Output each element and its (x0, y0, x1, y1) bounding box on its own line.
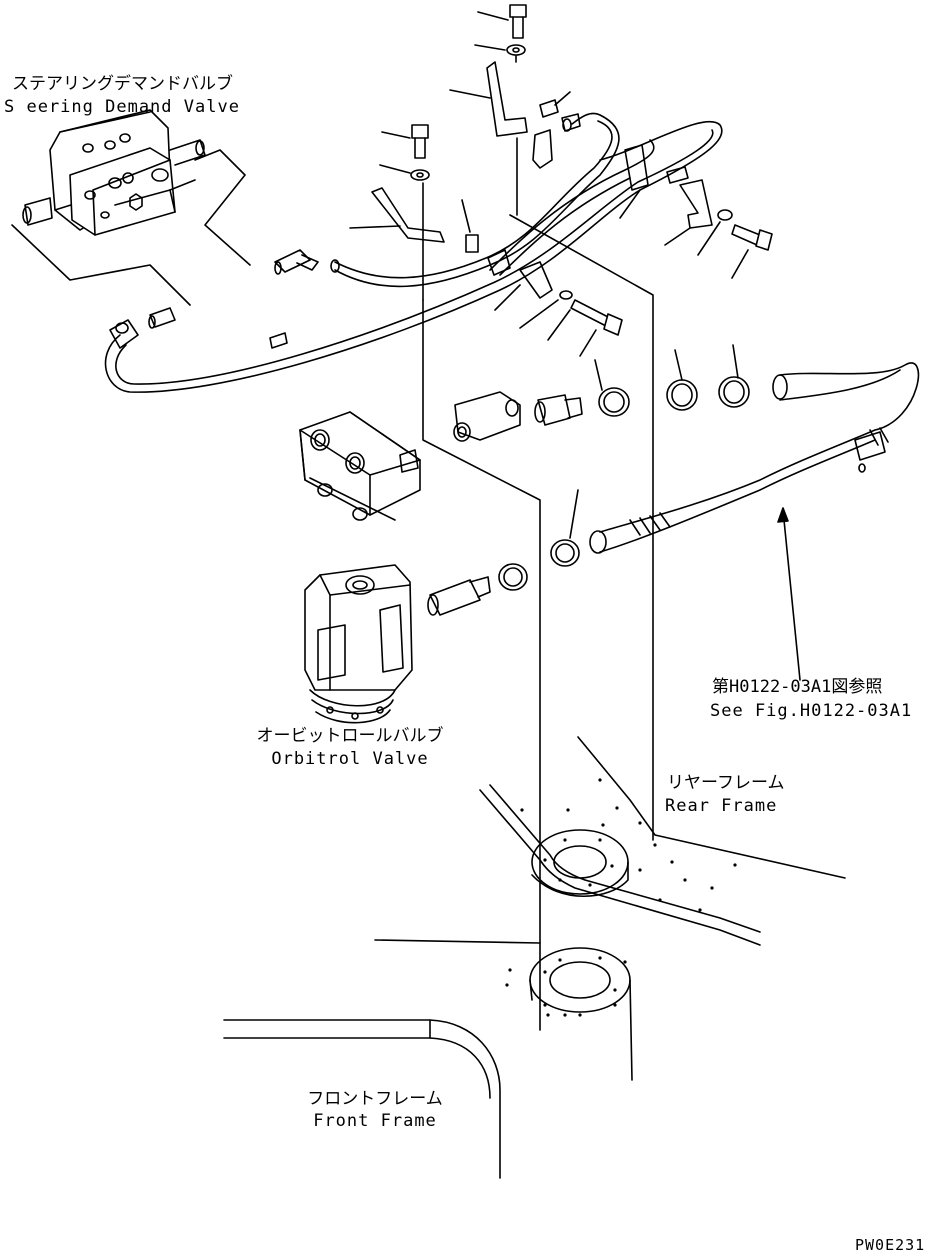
orbitrol-valve-label-jp: オービットロールバルブ (256, 726, 444, 746)
steering-valve-label-en: S eering Demand Valve (4, 97, 240, 117)
hose-fittings-left (148, 249, 319, 329)
front-frame-label-jp: フロントフレーム (307, 1089, 443, 1109)
manifold-block-drawing (299, 411, 421, 521)
front-frame-label-en: Front Frame (313, 1111, 437, 1131)
see-figure-label-en: See Fig.H0122-03A1 (710, 701, 913, 721)
front-frame-drawing (223, 939, 633, 1179)
orbitrol-valve-drawing (304, 564, 413, 724)
rear-frame-label-en: Rear Frame (665, 796, 778, 816)
steering-demand-valve-drawing (11, 109, 251, 306)
hose-lines (104, 112, 723, 393)
mid-fittings (427, 344, 920, 681)
orbitrol-valve-label-en: Orbitrol Valve (271, 749, 429, 769)
steering-valve-label-jp: ステアリングデマンドバルブ (12, 74, 233, 94)
drawing-code: PW0E231 (855, 1236, 926, 1254)
bolts-and-brackets-top (349, 4, 773, 1031)
see-figure-label-jp: 第H0122-03A1図参照 (712, 677, 883, 697)
rear-frame-label-jp: リヤーフレーム (667, 773, 785, 793)
rear-frame-drawing (479, 736, 846, 946)
